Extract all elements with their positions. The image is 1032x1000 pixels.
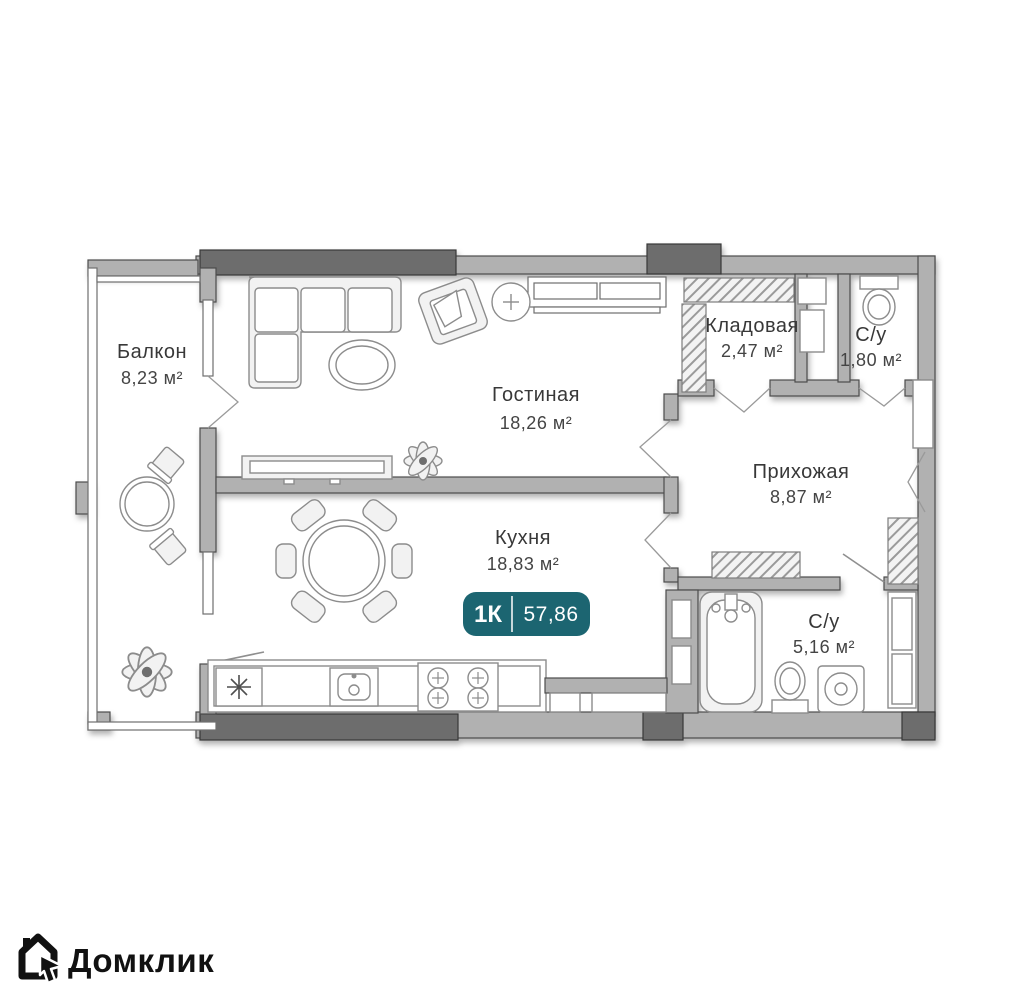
hallway-closet — [887, 517, 919, 585]
area-bathroom-small: 1,80 м² — [840, 350, 902, 370]
badge-background — [463, 592, 590, 636]
area-storage: 2,47 м² — [721, 341, 783, 361]
coffee-table — [328, 339, 396, 391]
area-hallway: 8,87 м² — [770, 487, 832, 507]
stove-icon — [417, 662, 499, 712]
unit-info-badge: 1К 57,86 — [463, 592, 590, 636]
balcony-table — [119, 476, 175, 532]
wall-dark-top-right — [646, 243, 722, 275]
plant — [403, 441, 443, 481]
badge-area: 57,86 — [523, 603, 578, 626]
label-balcony: Балкон — [117, 341, 187, 363]
sink-icon — [329, 667, 379, 707]
wall-dark-top-left — [199, 249, 457, 276]
fridge-icon — [215, 667, 263, 707]
wall-dark-bottom-mid — [642, 711, 684, 741]
toilet — [771, 661, 809, 714]
house-icon — [18, 933, 64, 985]
window-balcony-lower — [202, 551, 214, 615]
armchair — [418, 277, 488, 345]
washing-machine-icon — [817, 665, 865, 713]
entrance-door — [912, 379, 934, 449]
label-storage: Кладовая — [705, 315, 799, 337]
balcony-chair — [149, 527, 187, 566]
storage-shelf-top — [683, 277, 795, 303]
bathtub — [699, 591, 763, 713]
label-hallway: Прихожая — [753, 461, 850, 483]
bathroom-door-leaf — [842, 553, 885, 583]
area-bathroom-large: 5,16 м² — [793, 637, 855, 657]
bathroom-wardrobe — [887, 591, 917, 709]
kitchen-counter — [207, 659, 547, 713]
wall-right — [917, 255, 936, 717]
balcony-glazing — [87, 267, 217, 731]
label-kitchen: Кухня — [495, 527, 551, 549]
logo-text: Домклик — [68, 942, 214, 979]
wall-balcony-top — [87, 259, 199, 277]
window-balcony-upper — [202, 299, 214, 377]
toilet-small — [859, 275, 899, 326]
vent-shaft — [797, 277, 827, 353]
wall-dark-bottom-right — [901, 711, 936, 741]
hallway-wardrobe — [711, 551, 801, 579]
area-living-room: 18,26 м² — [500, 413, 572, 433]
wall-dark-bottom-left — [199, 713, 459, 741]
area-kitchen: 18,83 м² — [487, 554, 559, 574]
kitchen-lower-cabinet — [544, 599, 692, 713]
balcony-plant — [121, 646, 173, 698]
window-living — [527, 276, 667, 314]
dining-chairs — [275, 499, 413, 623]
side-table — [491, 282, 531, 322]
label-bathroom-large: С/у — [808, 611, 840, 633]
badge-rooms: 1К — [474, 601, 502, 628]
label-bathroom-small: С/у — [855, 324, 887, 346]
sofa — [248, 276, 402, 389]
area-balcony: 8,23 м² — [121, 368, 183, 388]
balcony-chair — [147, 446, 185, 485]
room-labels: Балкон 8,23 м² Гостиная 18,26 м² Кухня 1… — [117, 315, 902, 657]
dining-table — [302, 519, 386, 603]
domclick-logo: Домклик — [18, 933, 214, 985]
tv-console — [241, 455, 393, 485]
label-living-room: Гостиная — [492, 384, 580, 406]
storage-shelf-left — [681, 303, 707, 393]
